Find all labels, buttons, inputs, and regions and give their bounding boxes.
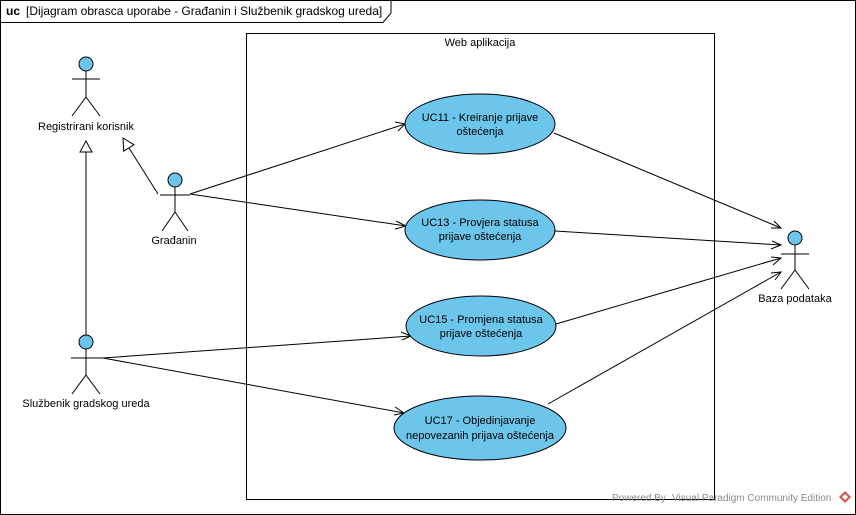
use-case-ellipse xyxy=(405,295,557,357)
arrowhead-baza-3 xyxy=(770,256,783,266)
generalization-triangle-gradjanin xyxy=(122,137,135,152)
assoc-uc13-baza xyxy=(554,230,782,246)
use-case-uc17[interactable]: UC17 - Objedinjavanje nepovezanih prijav… xyxy=(393,395,567,461)
actor-label: Registrirani korisnik xyxy=(38,121,134,133)
generalizations xyxy=(79,137,159,336)
actor-head-icon xyxy=(167,172,183,188)
use-case-uc11[interactable]: UC11 - Kreiranje prijave oštećenja xyxy=(404,93,556,155)
assoc-uc15-baza xyxy=(555,257,782,325)
use-case-title: UC15 - Promjena statusa xyxy=(419,314,543,326)
actor-sluzbenik-gradskog-ureda[interactable]: Službenik gradskog ureda xyxy=(22,334,150,410)
watermark: Powered By Visual Paradigm Community Edi… xyxy=(612,491,851,504)
use-case-subtitle: prijave oštećenja xyxy=(440,328,523,340)
generalization-triangle-sluzbenik xyxy=(79,139,93,153)
watermark-text: Visual Paradigm Community Edition xyxy=(672,493,831,504)
frame-title: [Dijagram obrasca uporabe - Građanin i S… xyxy=(26,4,382,18)
assoc-uc11-baza xyxy=(553,132,782,229)
assoc-sluzbenik-uc17 xyxy=(102,357,405,414)
visual-paradigm-logo-icon xyxy=(839,491,851,503)
system-name: Web aplikacija xyxy=(445,37,517,49)
use-case-ellipse xyxy=(404,199,556,261)
use-case-title: UC13 - Provjera statusa xyxy=(421,217,539,229)
actor-head-icon xyxy=(787,230,803,246)
arrowhead-baza-4 xyxy=(770,271,783,281)
actor-baza-podataka[interactable]: Baza podataka xyxy=(758,230,833,305)
assoc-gradjanin-uc13 xyxy=(189,193,407,227)
assoc-uc17-baza xyxy=(547,271,782,405)
actor-gradjanin[interactable]: Građanin xyxy=(151,172,197,247)
actor-head-icon xyxy=(78,56,94,72)
assoc-sluzbenik-uc15 xyxy=(102,335,412,359)
actor-label: Službenik gradskog ureda xyxy=(22,398,150,410)
use-case-uc15[interactable]: UC15 - Promjena statusa prijave oštećenj… xyxy=(405,295,557,357)
actor-head-icon xyxy=(78,334,94,350)
use-case-subtitle: oštećenja xyxy=(456,126,504,138)
associations xyxy=(102,121,783,416)
frame-title-tab xyxy=(0,0,392,23)
use-case-title: UC11 - Kreiranje prijave xyxy=(422,112,539,124)
actor-label: Baza podataka xyxy=(758,293,832,305)
use-case-ellipse xyxy=(404,93,556,155)
generalization-gradjanin xyxy=(128,147,159,195)
frame-keyword: uc xyxy=(6,4,20,18)
watermark-prefix: Powered By xyxy=(612,493,666,504)
actor-label: Građanin xyxy=(151,235,196,247)
use-case-ellipse xyxy=(393,395,567,461)
use-case-uc13[interactable]: UC13 - Provjera statusa prijave oštećenj… xyxy=(404,199,556,261)
actor-registrirani-korisnik[interactable]: Registrirani korisnik xyxy=(38,56,134,133)
use-case-subtitle: prijave oštećenja xyxy=(439,231,522,243)
use-case-subtitle: nepovezanih prijava oštećenja xyxy=(406,430,555,442)
arrowhead-baza-2 xyxy=(770,240,783,250)
assoc-gradjanin-uc11 xyxy=(189,123,406,195)
use-case-title: UC17 - Objedinjavanje xyxy=(425,415,536,427)
arrowhead-baza-1 xyxy=(771,220,783,229)
